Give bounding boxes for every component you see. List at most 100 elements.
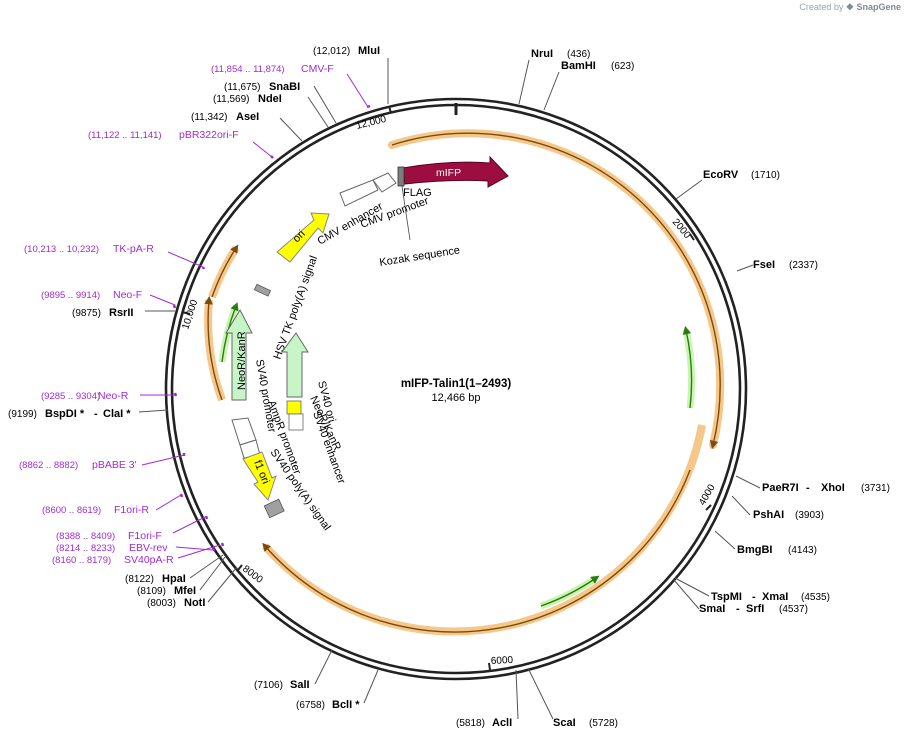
site-acli-name: AclI xyxy=(492,717,512,729)
primer-pbr322ori-f-name: pBR322ori-F xyxy=(179,129,239,141)
site-asei: (11,342) AseI xyxy=(191,111,259,123)
ring-ticks xyxy=(181,103,712,671)
site-noti-name: NotI xyxy=(184,597,205,609)
site-sali-pos: (7106) xyxy=(254,680,283,691)
primer-pbabe-3: (8862 .. 8882) pBABE 3' xyxy=(19,459,137,471)
site-hpai-pos: (8122) xyxy=(125,574,154,585)
feature-flag xyxy=(397,166,405,187)
primer-tk-pa-r: (10,213 .. 10,232)TK-pA-R xyxy=(24,243,154,255)
inner-features: mIFP FLAG CMV promoter CMV enhancer Koza… xyxy=(225,155,509,533)
site-ecorv: EcoRV (1710) xyxy=(703,169,780,181)
site-ndei-pos: (11,569) xyxy=(213,94,250,105)
primer-f1ori-f: (8388 .. 8409) F1ori-F xyxy=(56,530,162,542)
site-xmai-name: XmaI xyxy=(762,591,788,603)
primer-sv40pa-r-pos: (8160 .. 8179) xyxy=(52,555,111,566)
site-bamhi-pos: (623) xyxy=(611,61,634,72)
site-smai: SmaI-SrfI(4537) xyxy=(699,603,808,615)
feature-cmv-enhancer xyxy=(339,179,379,207)
plasmid-length: 12,466 bp xyxy=(432,392,481,404)
site-pshai-pos: (3903) xyxy=(795,510,824,521)
site-nrui-pos: (436) xyxy=(567,49,590,60)
site-fsei-name: FseI xyxy=(753,259,775,271)
site-ndei-name: NdeI xyxy=(258,93,282,105)
primer-f1ori-r-name: F1ori-R xyxy=(114,504,149,516)
site-bmgbi: BmgBI(4143) xyxy=(737,544,817,556)
site-fsei: FseI(2337) xyxy=(753,259,818,271)
tick-6000: 6000 xyxy=(491,655,514,667)
feature-sv40-polya-label: SV40 poly(A) signal xyxy=(268,447,333,533)
site-smai-name: SmaI xyxy=(699,603,725,615)
site-bcli-pos: (6758) xyxy=(296,700,325,711)
primer-cmv-f-pos: (11,854 .. 11,874) xyxy=(211,64,285,75)
site-bcli-name: BclI * xyxy=(332,699,360,711)
feature-mifp: mIFP xyxy=(402,155,509,188)
site-smai-pos: (4537) xyxy=(779,604,808,615)
credit-prefix: Created by xyxy=(799,2,844,12)
site-hpai-name: HpaI xyxy=(162,573,186,585)
site-rsrii-name: RsrII xyxy=(109,307,133,319)
site-nrui-name: NruI xyxy=(531,48,553,60)
feature-neokanr-outer-label: NeoR/KanR xyxy=(236,331,248,390)
feature-f1-ori: f1 ori xyxy=(242,451,277,501)
site-sali: (7106) SalI xyxy=(254,679,310,691)
primer-cmv-f: (11,854 .. 11,874)CMV-F xyxy=(211,63,334,75)
site-scai: ScaI (5728) xyxy=(553,717,618,729)
primer-neo-r: (9285 .. 9304)Neo-R xyxy=(41,390,129,402)
primer-neo-f-pos: (9895 .. 9914) xyxy=(41,290,100,301)
site-scai-pos: (5728) xyxy=(589,718,618,729)
site-snabi-pos: (11,675) xyxy=(224,82,261,93)
site-mfei: (8109)MfeI xyxy=(137,585,196,597)
feature-neokanr-inner: NeoR/KanR xyxy=(281,332,343,453)
site-paer7i-name: PaeR7I xyxy=(762,482,799,494)
site-scai-name: ScaI xyxy=(553,717,576,729)
svg-text:-: - xyxy=(806,482,810,494)
primer-f1ori-f-pos: (8388 .. 8409) xyxy=(56,531,115,542)
plasmid-center-label: mIFP-Talin1(1–2493) 12,466 bp xyxy=(401,378,512,404)
feature-hsv-tk-polya xyxy=(253,283,272,297)
site-ecorv-pos: (1710) xyxy=(751,170,780,181)
snapgene-credit: Created by ❖ SnapGene xyxy=(799,2,901,13)
primer-leaders xyxy=(140,73,369,559)
feature-sv40-enhancer xyxy=(288,413,304,431)
plasmid-name: mIFP-Talin1(1–2493) xyxy=(401,378,512,390)
feature-sv40-polya xyxy=(263,498,285,519)
site-acli-pos: (5818) xyxy=(456,718,485,729)
primer-ebv-rev-name: EBV-rev xyxy=(129,542,168,554)
primer-f1ori-f-name: F1ori-F xyxy=(128,530,162,542)
feature-ori: ori xyxy=(276,212,330,263)
site-sali-name: SalI xyxy=(290,679,310,691)
restriction-sites: NruI (436) BamHI (623) EcoRV (1710) FseI(23… xyxy=(8,45,890,729)
site-ecorv-name: EcoRV xyxy=(703,169,739,181)
site-bamhi-name: BamHI xyxy=(561,60,596,72)
site-snabi-name: SnaBI xyxy=(269,81,300,93)
site-pshai-name: PshAI xyxy=(753,509,784,521)
site-asei-pos: (11,342) xyxy=(191,112,228,123)
primer-pbabe-3-name: pBABE 3' xyxy=(92,459,137,471)
green-orf-arcs xyxy=(218,302,696,610)
site-acli: (5818) AclI xyxy=(456,717,512,729)
site-bspdi-name: BspDI * xyxy=(45,408,85,420)
site-pshai: PshAI (3903) xyxy=(753,509,824,521)
site-tspmi-name: TspMI xyxy=(711,591,742,603)
site-ndei: (11,569) NdeI xyxy=(213,93,282,105)
site-leaders xyxy=(138,58,761,720)
svg-text:-: - xyxy=(752,591,756,603)
primer-pbabe-3-pos: (8862 .. 8882) xyxy=(19,460,78,471)
site-bmgbi-name: BmgBI xyxy=(737,544,772,556)
svg-text:-: - xyxy=(736,603,740,615)
primer-tk-pa-r-pos: (10,213 .. 10,232) xyxy=(24,244,99,255)
orf-arcs xyxy=(204,129,725,636)
primer-neo-f-name: Neo-F xyxy=(113,289,142,301)
site-bamhi: BamHI (623) xyxy=(561,60,634,72)
feature-flag-label: FLAG xyxy=(403,187,432,199)
tick-10000: 10,000 xyxy=(180,298,200,331)
svg-text:-: - xyxy=(94,408,98,420)
site-paer7i-pos: (3731) xyxy=(861,483,890,494)
primer-markers xyxy=(172,104,371,552)
primer-neo-f: (9895 .. 9914) Neo-F xyxy=(41,289,142,301)
site-mlui: (12,012)MluI xyxy=(313,45,380,57)
site-asei-name: AseI xyxy=(236,111,259,123)
site-rsrii: (9875)RsrII xyxy=(72,307,133,319)
feature-mifp-label: mIFP xyxy=(436,167,461,179)
